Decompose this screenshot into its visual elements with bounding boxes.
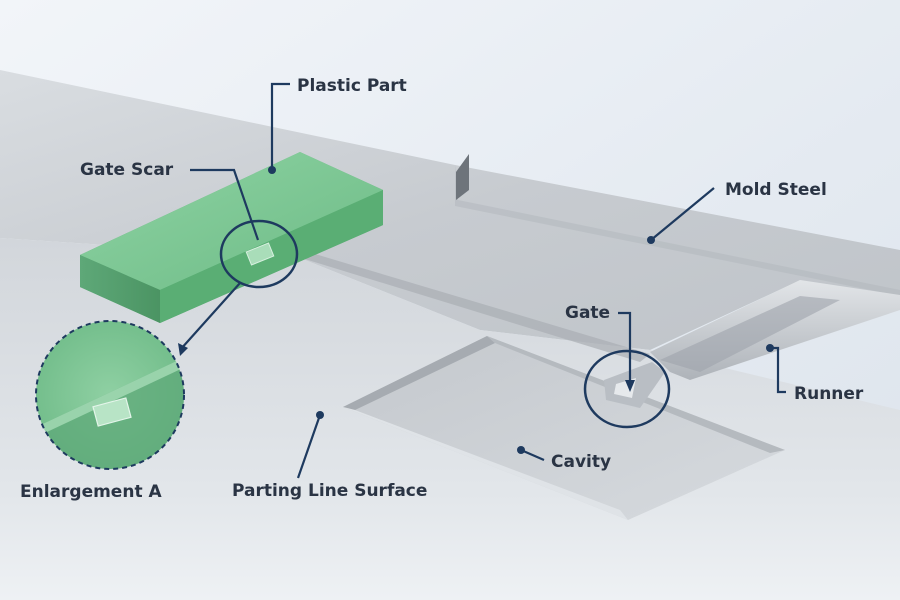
mold-slot	[456, 154, 469, 200]
plastic-part-side	[80, 255, 160, 323]
step-edge	[295, 251, 650, 362]
cavity-pocket	[343, 336, 785, 520]
label-enlargement-a: Enlargement A	[20, 482, 162, 502]
leader-lines	[179, 82, 786, 479]
label-runner: Runner	[794, 384, 864, 404]
gate-scar-mark	[245, 242, 275, 266]
cavity-wall-back	[343, 336, 495, 410]
plastic-part-top	[80, 152, 383, 290]
label-plastic-part: Plastic Part	[297, 76, 407, 96]
gate-scar-circle	[219, 219, 299, 289]
mold-steel-plate	[0, 70, 900, 350]
label-parting-line-surface: Parting Line Surface	[232, 481, 427, 501]
label-gate-scar: Gate Scar	[80, 160, 174, 180]
cavity-wall-front	[343, 407, 628, 520]
enlargement-a-view	[35, 320, 185, 470]
label-mold-steel: Mold Steel	[725, 180, 827, 200]
leader-dots	[178, 166, 774, 454]
runner-groove	[660, 296, 840, 372]
label-cavity: Cavity	[551, 452, 611, 472]
gate-highlight-circle	[583, 349, 671, 429]
mold-steel-edge	[455, 165, 900, 296]
label-gate: Gate	[565, 303, 610, 323]
